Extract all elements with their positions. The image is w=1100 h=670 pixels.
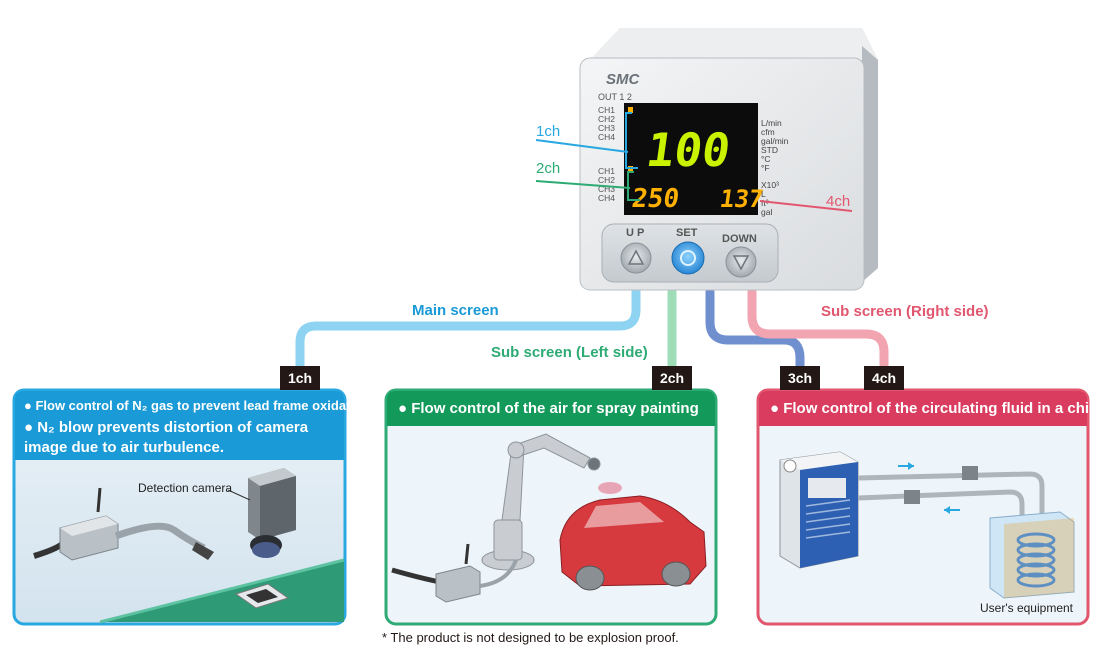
set-button — [671, 241, 705, 275]
footnote: * The product is not designed to be expl… — [382, 630, 679, 645]
tag-1ch: 1ch — [280, 366, 320, 390]
svg-text:DOWN: DOWN — [722, 233, 757, 245]
units-bottom: X10³ L ft³ gal — [761, 180, 779, 217]
svg-text:2ch: 2ch — [536, 160, 560, 177]
svg-text:● Flow control of the air for: ● Flow control of the air for spray pain… — [398, 400, 699, 417]
return-arrow-icon — [944, 506, 950, 514]
user-equipment-tank-icon — [989, 511, 1075, 599]
flow-arrow-icon — [908, 462, 914, 470]
panel-chiller: ● Flow control of the circulating fluid … — [756, 388, 1100, 626]
lcd-display — [624, 103, 758, 215]
svg-text:image due to air turbulence.: image due to air turbulence. — [24, 439, 224, 456]
svg-text:gal/min: gal/min — [761, 136, 789, 146]
svg-text:● Flow control of N₂ gas to pr: ● Flow control of N₂ gas to prevent lead… — [24, 398, 370, 413]
sub-left-label: Sub screen (Left side) — [491, 344, 648, 361]
svg-text:cfm: cfm — [761, 127, 775, 137]
car-body-icon — [559, 482, 707, 591]
lead-frame-chip — [234, 583, 290, 609]
ch1-pipe — [295, 285, 641, 377]
down-button — [725, 246, 757, 278]
chiller-pipes — [857, 462, 1045, 536]
brand-logo: SMC — [606, 71, 641, 88]
set-ring-icon — [680, 250, 696, 266]
up-button — [620, 242, 652, 274]
svg-text:ft³: ft³ — [761, 198, 769, 208]
svg-text:CH4: CH4 — [598, 132, 615, 142]
panel-spray-painting: ● Flow control of the air for spray pain… — [384, 388, 718, 626]
robot-arm-icon — [481, 433, 601, 571]
user-equipment-label: User's equipment — [980, 601, 1074, 615]
up-arrow-icon — [627, 249, 645, 265]
ch-labels-bottom: CH1 CH2 CH3 CH4 — [598, 166, 615, 203]
svg-text:CH1: CH1 — [598, 166, 615, 176]
main-screen-label: Main screen — [412, 302, 499, 319]
down-arrow-icon — [732, 255, 750, 271]
svg-text:°C: °C — [761, 154, 771, 164]
svg-text:CH4: CH4 — [598, 193, 615, 203]
ch4-pipe — [747, 287, 889, 377]
svg-text:X10³: X10³ — [761, 180, 779, 190]
detection-camera-icon — [248, 468, 296, 558]
chiller-unit-icon — [779, 451, 859, 569]
svg-text:CH3: CH3 — [598, 123, 615, 133]
svg-text:STD: STD — [761, 145, 778, 155]
svg-text:L: L — [761, 189, 766, 199]
flow-sensor-icon-1 — [33, 487, 214, 561]
tag-3ch: 3ch — [780, 366, 820, 390]
svg-text:U P: U P — [626, 227, 644, 239]
svg-text:CH3: CH3 — [598, 184, 615, 194]
units-top: L/min cfm gal/min STD °C °F — [761, 118, 789, 173]
ch3-pipe — [705, 287, 805, 377]
sub-right-label: Sub screen (Right side) — [821, 303, 989, 320]
svg-text:CH2: CH2 — [598, 114, 615, 124]
svg-text:CH2: CH2 — [598, 175, 615, 185]
flow-sensor-icon-2 — [391, 543, 518, 603]
panel-lead-frame: ● Flow control of N₂ gas to prevent lead… — [12, 388, 370, 626]
ch2-callout: 2ch — [535, 160, 640, 201]
svg-text:● N₂ blow prevents distortion: ● N₂ blow prevents distortion of camera — [24, 419, 309, 436]
svg-text:4ch: 4ch — [826, 193, 850, 210]
svg-text:L/min: L/min — [761, 118, 782, 128]
ch-labels-top: CH1 CH2 CH3 CH4 — [598, 105, 615, 142]
flow-monitor-device: SMC OUT 1 2 CH1 CH2 CH3 CH4 CH1 CH2 CH3 … — [579, 28, 878, 291]
svg-text:CH1: CH1 — [598, 105, 615, 115]
svg-text:°F: °F — [761, 163, 770, 173]
detection-camera-label: Detection camera — [138, 481, 232, 495]
svg-text:1ch: 1ch — [536, 123, 560, 140]
tag-4ch: 4ch — [864, 366, 904, 390]
tag-2ch: 2ch — [652, 366, 692, 390]
ch4-callout: 4ch — [759, 193, 853, 212]
main-screen-value: 100 — [643, 123, 734, 177]
svg-text:SET: SET — [676, 227, 698, 239]
svg-text:● Flow control of the circulat: ● Flow control of the circulating fluid … — [770, 400, 1100, 417]
svg-text:OUT 1 2: OUT 1 2 — [598, 92, 632, 102]
ch1-callout: 1ch — [535, 112, 638, 169]
svg-text:gal: gal — [761, 207, 772, 217]
sub-right-value: 137 — [718, 185, 765, 213]
